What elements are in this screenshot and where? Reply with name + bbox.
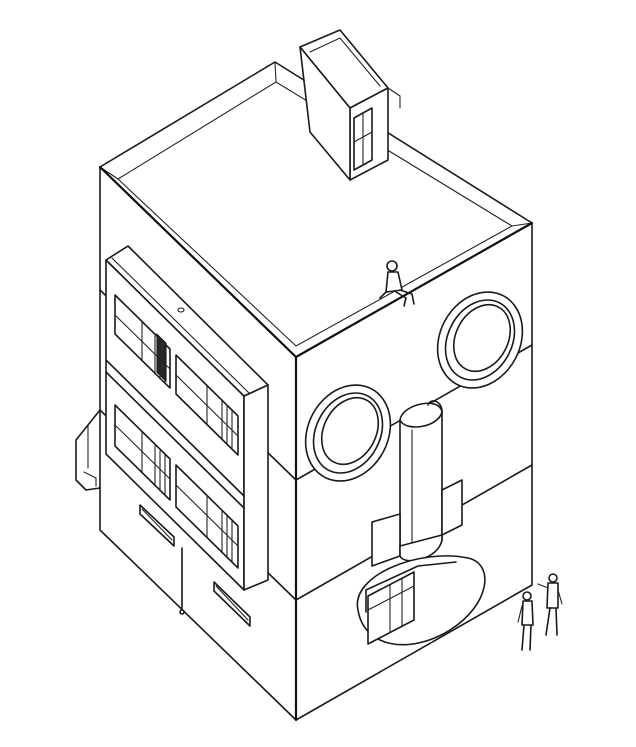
mouth-window [357,556,484,645]
roof-stair-house [300,30,400,180]
person-standing-1 [518,592,533,650]
side-stair [76,410,100,490]
person-standing-2 [538,574,562,635]
right-eye-window [421,277,539,403]
person-sitting-on-roof [380,261,414,306]
lower-shutters [155,446,232,562]
lower-windows [115,405,238,568]
bay-side [244,385,268,590]
face-facade [289,277,539,645]
nose-volume [400,401,442,555]
left-eye-window [289,370,407,496]
left-lower-details [76,410,250,626]
upper-windows [115,295,238,455]
bay-top [106,246,268,396]
upper-shutters [155,336,232,449]
mustache [372,480,462,566]
window-bay [106,246,268,590]
